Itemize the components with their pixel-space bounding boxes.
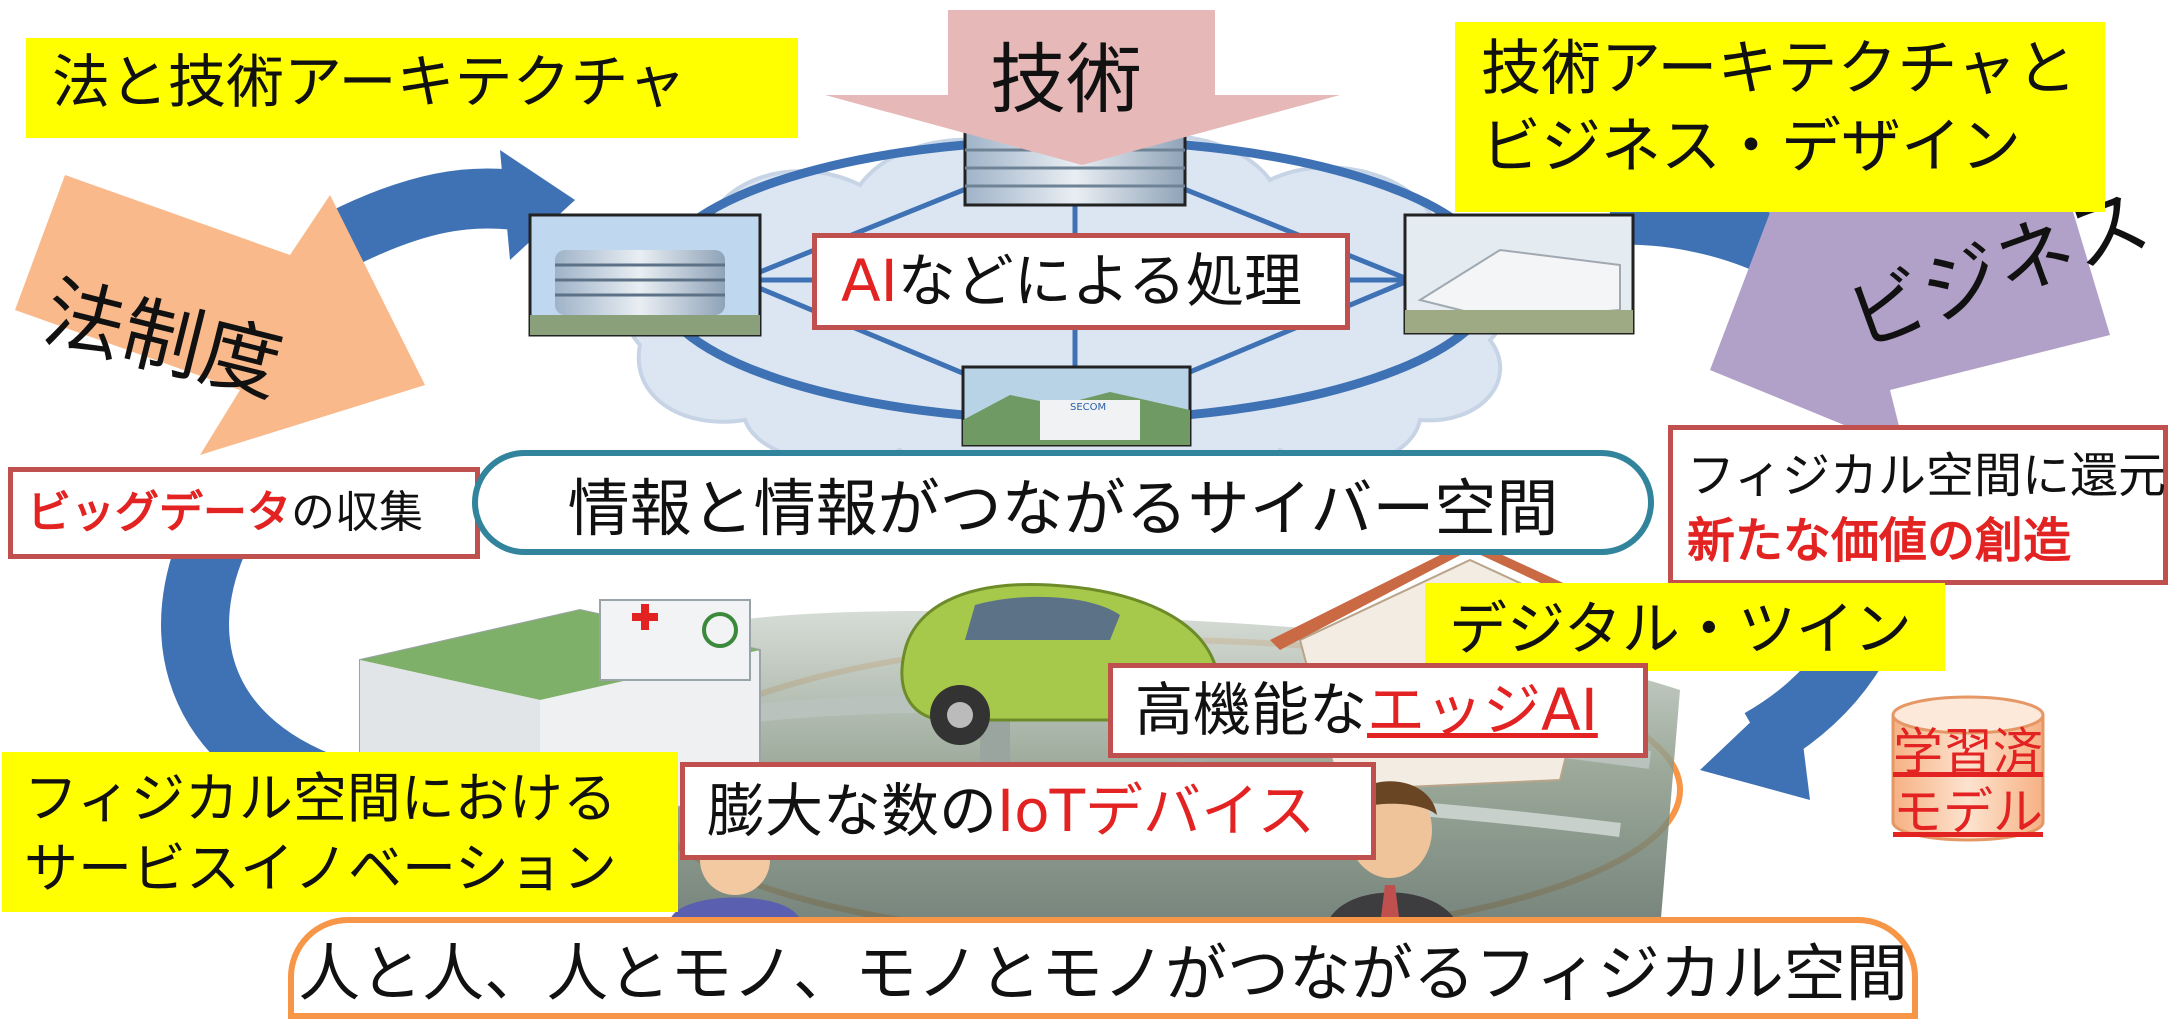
svg-text:SECOM: SECOM (1070, 402, 1106, 413)
value-creation-box: フィジカル空間に還元 新たな価値の創造 (1668, 425, 2168, 585)
business-arrow (1710, 135, 2110, 450)
trained-model-label: 学習済 モデル (1893, 722, 2043, 842)
iot-devices-box: 膨大な数のIoTデバイス (680, 762, 1376, 860)
law-tech-architecture-text: 法と技術アーキテクチャ (52, 48, 686, 116)
cyber-space-text: 情報と情報がつながるサイバー空間 (567, 471, 1559, 545)
ai-processing-text: などによる処理 (897, 247, 1303, 315)
edge-ai-box: 高機能なエッジAI (1108, 663, 1648, 758)
law-arrow (15, 175, 425, 455)
tech-arrow-label: 技術 (990, 35, 1142, 124)
service-innovation-line1: フィジカル空間における (24, 767, 617, 830)
law-tech-architecture-label: 法と技術アーキテクチャ (26, 38, 798, 138)
bigdata-highlight: ビッグデータ (27, 487, 291, 538)
return-to-physical-text: フィジカル空間に還元 (1687, 448, 2167, 504)
trained-model-line1: 学習済 (1893, 723, 2043, 781)
digital-twin-text: デジタル・ツイン (1449, 595, 1912, 663)
building-photo-bottom: SECOM (961, 365, 1192, 447)
physical-space-text: 人と人、人とモノ、モノとモノがつながるフィジカル空間 (298, 937, 1908, 1010)
edge-ai-prefix: 高機能な (1135, 676, 1368, 744)
model-cylinder (1891, 695, 2045, 842)
trained-model-line2: モデル (1893, 783, 2043, 841)
new-value-creation-text: 新たな価値の創造 (1687, 512, 2072, 569)
building-photo-right (1403, 213, 1635, 335)
digital-twin-label: デジタル・ツイン (1425, 583, 1945, 671)
physical-space-label: 人と人、人とモノ、モノとモノがつながるフィジカル空間 (288, 917, 1918, 1019)
building-photo-left (528, 213, 762, 337)
tech-business-design-line2: ビジネス・デザイン (1481, 112, 2021, 182)
tech-business-design-line1: 技術アーキテクチャと (1481, 34, 2077, 104)
bigdata-text: の収集 (291, 487, 423, 538)
iot-prefix: 膨大な数の (707, 777, 998, 845)
edge-ai-highlight: エッジAI (1367, 676, 1598, 744)
tech-business-design-label: 技術アーキテクチャと ビジネス・デザイン (1455, 22, 2105, 212)
cyber-space-label: 情報と情報がつながるサイバー空間 (472, 450, 1654, 555)
ai-processing-highlight: AI (841, 247, 898, 315)
iot-highlight: IoTデバイス (997, 777, 1316, 845)
service-innovation-line2: サービスイノベーション (24, 837, 617, 901)
bigdata-collection-box: ビッグデータの収集 (8, 467, 480, 559)
service-innovation-label: フィジカル空間における サービスイノベーション (2, 752, 678, 912)
tech-arrow (825, 10, 1340, 165)
ai-processing-box: AIなどによる処理 (812, 233, 1350, 330)
